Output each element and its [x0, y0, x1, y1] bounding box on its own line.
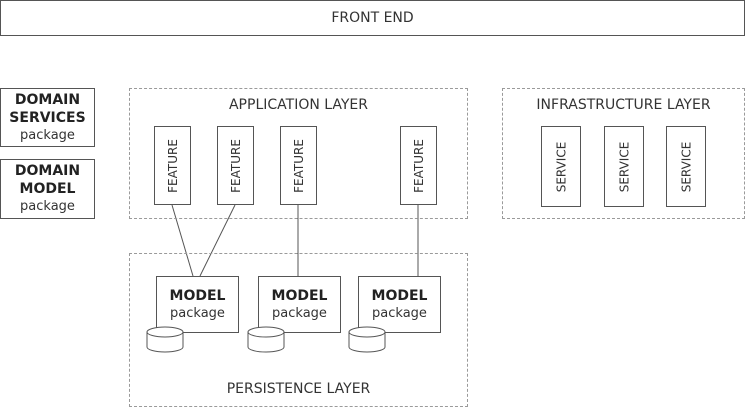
- application-layer: APPLICATION LAYER: [129, 88, 468, 219]
- database-icon: [348, 326, 386, 353]
- service-label: SERVICE: [617, 141, 631, 192]
- domain-model-title-line2: MODEL: [19, 181, 76, 197]
- application-layer-title: APPLICATION LAYER: [228, 97, 368, 113]
- feature-box: FEATURE: [217, 126, 254, 205]
- service-box: SERVICE: [604, 126, 644, 207]
- persistence-layer: PERSISTENCE LAYER: [129, 253, 468, 407]
- connector-feature1-model1: [171, 204, 194, 277]
- service-box: SERVICE: [541, 126, 581, 207]
- database-icon: [146, 326, 184, 353]
- model-package-sub: package: [372, 305, 427, 321]
- feature-box: FEATURE: [154, 126, 191, 205]
- infrastructure-layer-title: INFRASTRUCTURE LAYER: [536, 97, 711, 113]
- domain-model-title-line1: DOMAIN: [14, 163, 81, 179]
- database-icon: [247, 326, 285, 353]
- model-package-title: MODEL: [271, 287, 328, 304]
- domain-services-title-line2: SERVICES: [9, 109, 86, 126]
- domain-model-package: DOMAIN MODEL package: [0, 159, 95, 219]
- model-package-title: MODEL: [169, 287, 226, 304]
- feature-label: FEATURE: [411, 138, 426, 193]
- connector-feature2-model1: [199, 204, 236, 277]
- model-package: MODEL package: [156, 276, 239, 333]
- feature-label: FEATURE: [165, 138, 180, 193]
- service-box: SERVICE: [666, 126, 706, 207]
- model-package: MODEL package: [258, 276, 341, 333]
- model-package-sub: package: [170, 305, 225, 321]
- feature-label: FEATURE: [228, 138, 243, 193]
- domain-model-sub: package: [20, 199, 75, 214]
- model-package-sub: package: [272, 305, 327, 321]
- service-label: SERVICE: [554, 141, 568, 192]
- persistence-layer-title: PERSISTENCE LAYER: [226, 381, 371, 397]
- front-end-label: FRONT END: [331, 10, 414, 26]
- domain-services-title-line1: DOMAIN: [14, 91, 81, 108]
- feature-box: FEATURE: [280, 126, 317, 205]
- model-package: MODEL package: [358, 276, 441, 333]
- model-package-title: MODEL: [371, 287, 428, 304]
- domain-services-sub: package: [20, 127, 75, 143]
- domain-services-package: DOMAIN SERVICES package: [0, 88, 95, 147]
- front-end-box: FRONT END: [0, 0, 745, 36]
- feature-box: FEATURE: [400, 126, 437, 205]
- feature-label: FEATURE: [291, 138, 306, 193]
- service-label: SERVICE: [679, 141, 693, 192]
